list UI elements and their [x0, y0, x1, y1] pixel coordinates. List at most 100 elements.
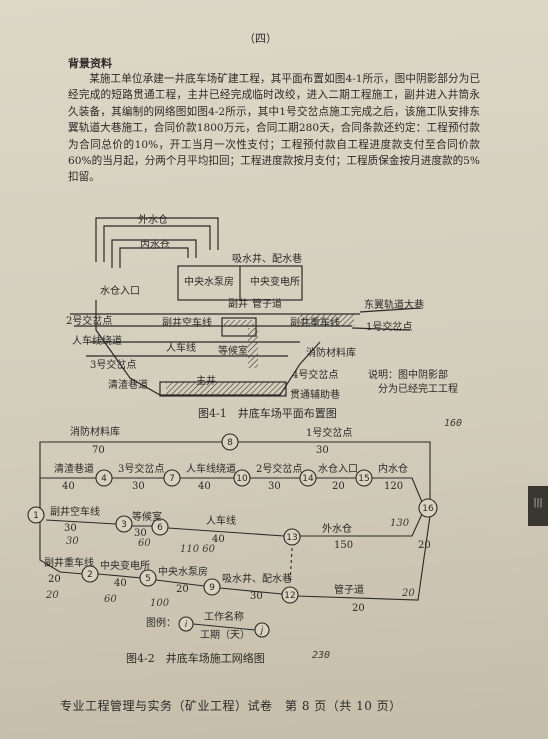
edge-15-16-dur: 120	[384, 481, 404, 492]
label-loaded-track: 副井重车线	[290, 318, 340, 329]
edge-8-16-name: 1号交岔点	[306, 428, 353, 439]
label-substation: 中央变电所	[250, 277, 300, 288]
edge-13-16	[300, 513, 423, 537]
node-5	[139, 569, 157, 587]
label-outer-sump: 外水仓	[138, 215, 168, 226]
label-aux-shaft: 副井	[228, 299, 248, 310]
edge-4-7-dur: 30	[132, 481, 145, 492]
edge-6-13-dur: 40	[212, 534, 225, 545]
label-waiting-room: 等候室	[218, 346, 248, 357]
edge-9-12-dur: 30	[250, 591, 263, 602]
node-9-label: 9	[209, 583, 215, 593]
node-9	[203, 578, 221, 596]
edge-10-14-dur: 30	[268, 481, 281, 492]
node-14-label: 14	[302, 474, 314, 484]
edge-1-4	[39, 477, 96, 510]
edge-7-10-dur: 40	[198, 481, 211, 492]
handwritten-note-d: 100	[150, 598, 170, 609]
edge-14-15-name: 水仓入口	[318, 464, 358, 475]
edge-7-10-name: 人车线绕道	[186, 464, 236, 475]
node-13-label: 13	[286, 533, 297, 543]
handwritten-note-c: 110 60	[180, 544, 215, 555]
node-8-label: 8	[227, 438, 233, 448]
edge-12-16	[295, 515, 431, 601]
handwritten-note-g: 60	[104, 594, 117, 605]
label-crossing-2: 2号交岔点	[66, 316, 113, 327]
edge-2-5-name: 中央变电所	[100, 561, 150, 572]
edge-1-8-name: 消防材料库	[70, 427, 120, 438]
edge-5-9-dur: 20	[176, 584, 189, 595]
node-12-label: 12	[284, 591, 295, 601]
edge-3-6-name: 等候室	[132, 512, 162, 523]
node-3	[115, 515, 133, 533]
label-crossing-1: 1号交岔点	[366, 322, 413, 333]
handwritten-note-a: 30	[66, 536, 79, 547]
node-1-label: 1	[33, 511, 39, 521]
node-15-label: 15	[358, 474, 369, 484]
label-note-1: 说明：图中阴影部	[368, 370, 448, 381]
shaded-completed-area	[166, 382, 286, 395]
label-suction-well: 吸水井、配水巷	[232, 254, 302, 265]
legend-name: 工作名称	[204, 612, 244, 623]
handwritten-160: 160	[444, 418, 463, 429]
legend-i-label: i	[185, 620, 188, 630]
edge-1-2-dur: 20	[48, 574, 61, 585]
edge-5-9	[155, 579, 205, 587]
edge-8-16	[238, 441, 431, 500]
label-crossing-3: 3号交岔点	[90, 360, 137, 371]
edge-1-2-name: 副井重车线	[44, 558, 94, 569]
edge-1-3-name: 副井空车线	[50, 507, 100, 518]
node-6-label: 6	[157, 523, 163, 533]
edge-1-2	[39, 520, 85, 575]
node-16-label: 16	[422, 504, 434, 514]
margin-tab-mark: |||	[533, 498, 543, 508]
label-east-roadway: 东翼轨道大巷	[364, 300, 424, 311]
node-10-label: 10	[236, 474, 248, 484]
edge-2-5	[97, 573, 143, 579]
outer-sump-outline	[95, 217, 219, 262]
edge-13-16-dur: 150	[334, 540, 354, 551]
node-16	[418, 498, 438, 518]
edge-2-5-dur: 40	[114, 578, 127, 589]
node-7-label: 7	[169, 474, 175, 484]
handwritten-note-f: 20	[46, 590, 59, 601]
edge-1-8	[39, 441, 222, 510]
margin-binding-tab: |||	[528, 486, 548, 526]
label-people-track: 人车线	[166, 343, 196, 354]
label-bypass: 人车线绕道	[72, 336, 122, 347]
edge-5-9-name: 中央水泵房	[158, 567, 208, 578]
label-crossing-4: 4号交岔点	[292, 370, 339, 381]
edge-15-16	[372, 477, 423, 503]
legend-title: 图例：	[146, 618, 176, 629]
node-12	[281, 586, 299, 604]
edge-15-16-name: 内水仓	[378, 464, 408, 475]
label-aux-roadway: 贯通辅助巷	[290, 390, 340, 401]
edge-8-16-dur: 30	[316, 445, 329, 456]
edge-4-7-name: 3号交岔点	[118, 464, 165, 475]
figure-4-1-caption: 图4-1 井底车场平面布置图	[198, 407, 337, 420]
edge-12-16-dur: 20	[352, 603, 365, 614]
edge-13-16-name: 外水仓	[322, 524, 352, 535]
edge-9-12	[219, 587, 283, 595]
handwritten-note-h: 20	[402, 588, 415, 599]
node-10	[233, 469, 251, 487]
node-13	[283, 528, 301, 546]
edge-6-13	[167, 527, 285, 537]
edge-16-dur: 20	[418, 540, 431, 551]
section-number: （四）	[244, 32, 277, 45]
edge-10-14-name: 2号交岔点	[256, 464, 303, 475]
label-note-2: 分为已经完工工程	[378, 384, 458, 395]
node-3-label: 3	[121, 520, 127, 530]
label-fire-storage: 消防材料库	[306, 348, 356, 359]
node-14	[299, 469, 317, 487]
edge-1-3	[45, 519, 117, 525]
node-2-label: 2	[87, 570, 93, 580]
figure-4-2-caption: 图4-2 井底车场施工网络图	[126, 652, 265, 665]
node-4-label: 4	[101, 474, 107, 484]
edge-14-15-dur: 20	[332, 481, 345, 492]
legend-duration: 工期（天）	[200, 630, 250, 641]
edge-6-13-name: 人车线	[206, 516, 236, 527]
edge-1-4-dur: 40	[62, 481, 75, 492]
